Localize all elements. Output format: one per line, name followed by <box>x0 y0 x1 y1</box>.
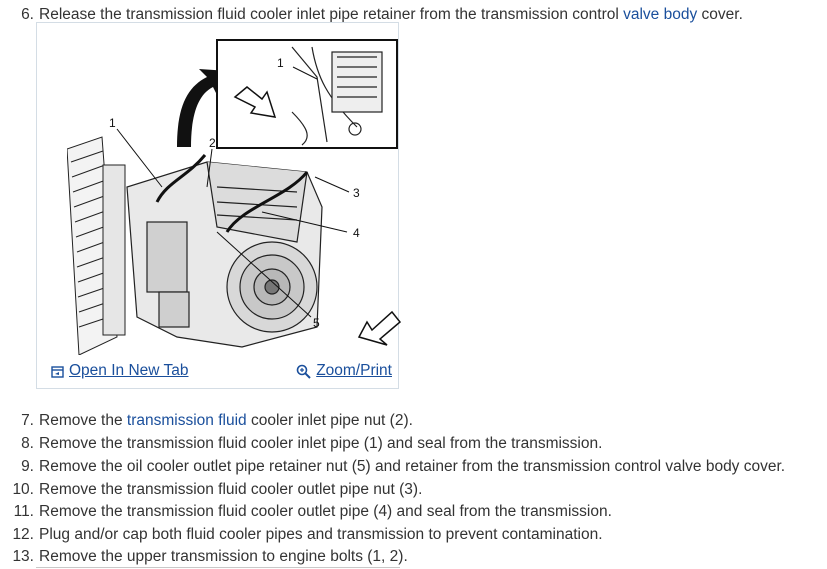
step-number: 12. <box>12 526 34 543</box>
step-number: 9. <box>21 458 34 475</box>
step-number: 7. <box>21 412 34 429</box>
step-8: 8. Remove the transmission fluid cooler i… <box>0 434 602 454</box>
open-in-new-tab-link[interactable]: Open In New Tab <box>51 362 188 380</box>
step-text: Plug and/or cap both fluid cooler pipes … <box>39 526 603 543</box>
step-text: Remove the oil cooler outlet pipe retain… <box>39 458 786 475</box>
transmission-fluid-link[interactable]: transmission fluid <box>126 412 247 429</box>
step-text: Remove the transmission fluid cooler out… <box>39 481 423 498</box>
step-text: Release the transmission fluid cooler in… <box>39 6 624 23</box>
step-number: 13. <box>12 548 34 565</box>
step-number: 8. <box>21 435 34 452</box>
step-text: Remove the transmission fluid cooler inl… <box>39 435 603 452</box>
step-9: 9. Remove the oil cooler outlet pipe reta… <box>0 457 785 477</box>
inset-callout-1: 1 <box>277 56 284 70</box>
step-number: 6. <box>21 6 34 23</box>
step-12: 12. Plug and/or cap both fluid cooler pip… <box>0 525 603 545</box>
step-10: 10. Remove the transmission fluid cooler … <box>0 480 422 500</box>
magnifier-icon <box>296 364 311 379</box>
callout-5: 5 <box>313 316 320 330</box>
step-text-end: cooler inlet pipe nut (2). <box>246 412 413 429</box>
step-text: Remove the transmission fluid cooler out… <box>39 503 612 520</box>
callout-2: 2 <box>209 136 216 150</box>
step-text: Remove the <box>39 412 127 429</box>
figure-container: 1 2 3 4 5 1 Open In New Tab Zoom/Print <box>36 22 402 389</box>
open-in-new-tab-label: Open In New Tab <box>69 362 189 379</box>
step-13: 13. Remove the upper transmission to engi… <box>0 547 408 567</box>
transmission-illustration: 1 2 3 4 5 1 <box>67 39 402 355</box>
zoom-print-link[interactable]: Zoom/Print <box>296 362 392 380</box>
step-7: 7. Remove the transmission fluid cooler i… <box>0 411 413 431</box>
valve-body-link[interactable]: valve body <box>623 6 698 23</box>
step-number: 10. <box>12 481 34 498</box>
zoom-print-label: Zoom/Print <box>316 362 392 379</box>
open-new-tab-icon <box>51 365 64 378</box>
step-text-end: cover. <box>697 6 743 23</box>
step-6: 6. Release the transmission fluid cooler … <box>0 5 743 25</box>
step-text: Remove the upper transmission to engine … <box>39 548 408 565</box>
callout-4: 4 <box>353 226 360 240</box>
callout-1: 1 <box>109 116 116 130</box>
step-11: 11. Remove the transmission fluid cooler … <box>0 502 612 522</box>
step-13-underline <box>36 567 400 568</box>
step-number: 11. <box>13 503 34 520</box>
figure-toolbar: Open In New Tab Zoom/Print <box>37 360 398 382</box>
callout-3: 3 <box>353 186 360 200</box>
